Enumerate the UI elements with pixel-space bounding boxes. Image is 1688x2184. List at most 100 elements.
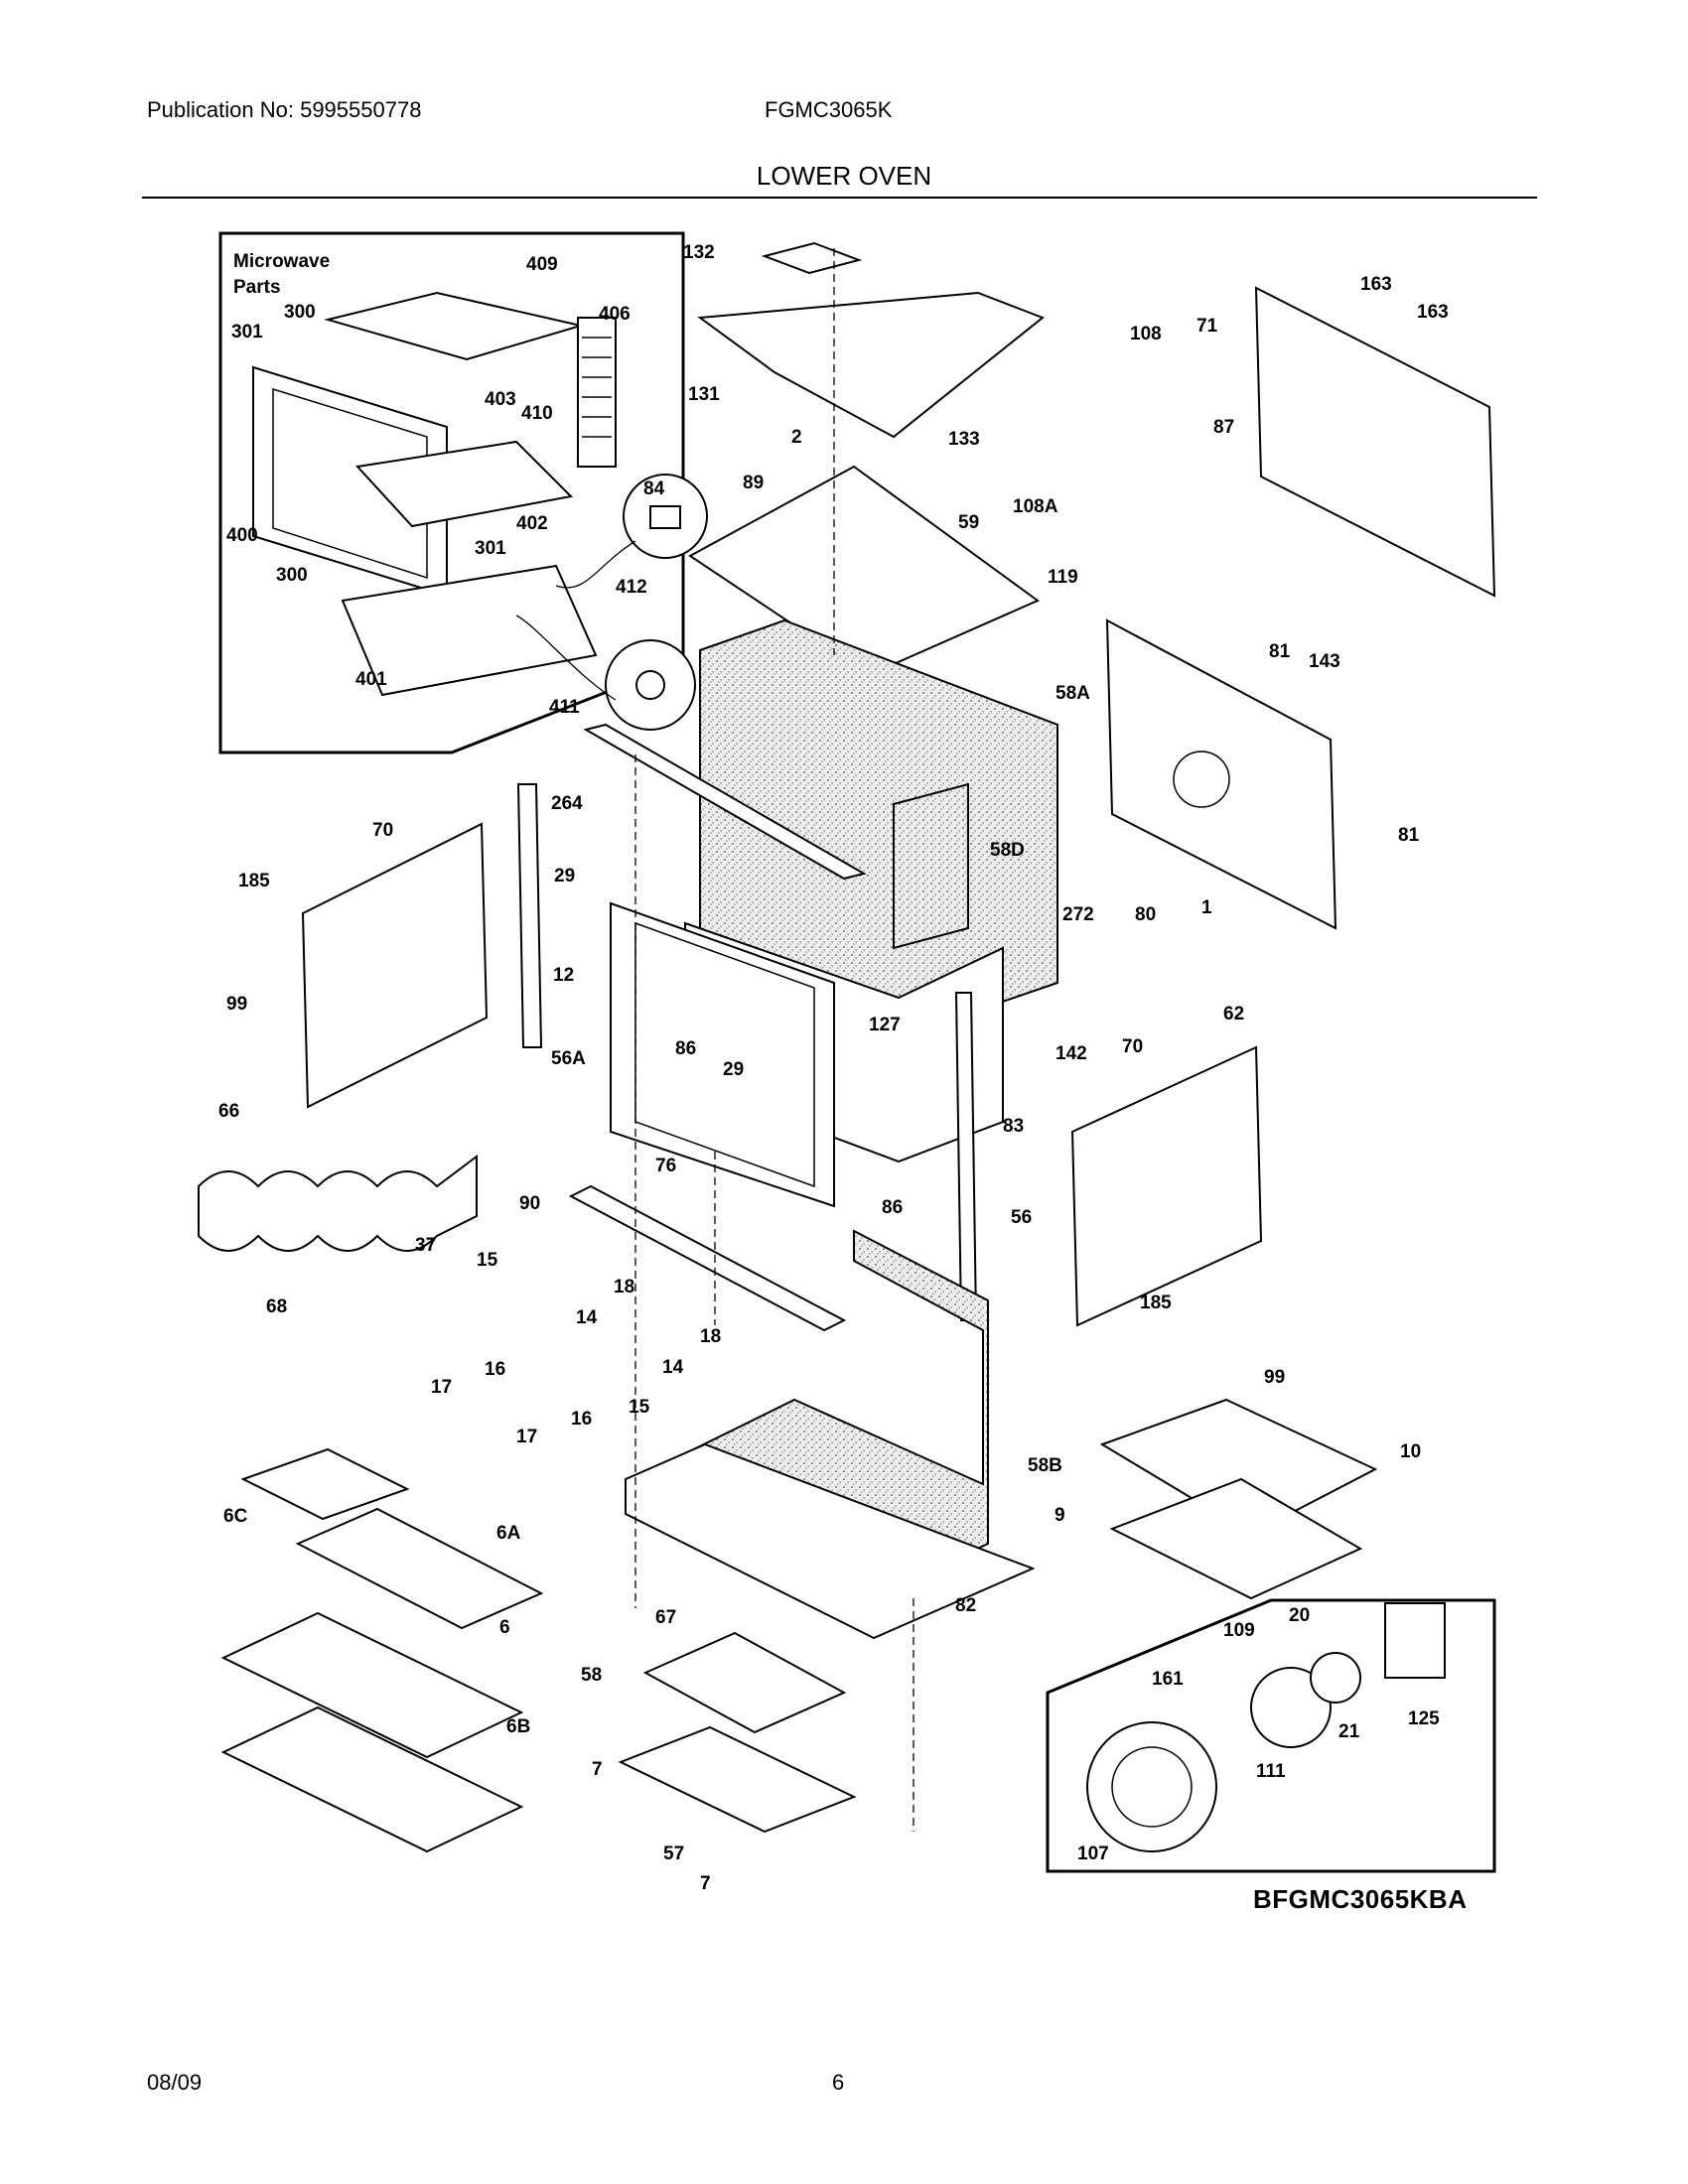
top-cover-131	[697, 291, 1045, 439]
callout-56A: 56A	[551, 1048, 586, 1069]
callout-70b: 70	[1122, 1036, 1143, 1057]
microwave-vent-grille	[577, 317, 617, 468]
callout-15a: 15	[477, 1250, 498, 1271]
cover-57	[618, 1725, 857, 1834]
callout-58B: 58B	[1028, 1455, 1062, 1476]
callout-16a: 16	[485, 1359, 505, 1380]
callout-6B: 6B	[506, 1716, 530, 1737]
callout-119: 119	[1048, 567, 1078, 588]
page-number: 6	[832, 2070, 845, 2095]
callout-12: 12	[553, 965, 574, 986]
callout-1: 1	[1201, 897, 1212, 918]
callout-6C: 6C	[223, 1506, 248, 1527]
callout-15b: 15	[629, 1397, 650, 1418]
callout-161: 161	[1152, 1669, 1184, 1690]
fan-blade-109	[1250, 1667, 1332, 1748]
callout-300: 300	[284, 302, 316, 323]
plate-20	[1310, 1652, 1361, 1704]
callout-90: 90	[519, 1193, 540, 1214]
header-rule	[142, 197, 1537, 199]
callout-58D: 58D	[990, 840, 1025, 861]
microwave-base-tray	[341, 564, 598, 697]
callout-58: 58	[581, 1665, 602, 1686]
side-panel-70-left	[301, 822, 489, 1109]
callout-87: 87	[1213, 417, 1234, 438]
callout-412: 412	[616, 577, 647, 598]
model-number: FGMC3065K	[765, 97, 893, 122]
callout-409: 409	[526, 254, 558, 275]
callout-111: 111	[1256, 1761, 1286, 1782]
callout-labels: 409 300 301 406 403 410 400 402 301 300 …	[218, 242, 1449, 1894]
callout-58A: 58A	[1055, 683, 1090, 704]
rack-6A	[295, 1507, 544, 1630]
callout-131: 131	[688, 384, 720, 405]
callout-99a: 99	[226, 994, 247, 1015]
microwave-top-panel	[324, 291, 585, 361]
callout-29b: 29	[723, 1059, 744, 1080]
callout-107: 107	[1077, 1843, 1109, 1864]
fan-cover-107	[1086, 1721, 1217, 1852]
callout-132: 132	[683, 242, 715, 263]
callout-400: 400	[226, 525, 258, 546]
callout-71: 71	[1196, 316, 1218, 337]
rear-panel-1	[1105, 618, 1337, 930]
callout-99b: 99	[1264, 1367, 1285, 1388]
callout-17b: 17	[516, 1427, 537, 1447]
callout-62: 62	[1223, 1004, 1244, 1024]
microwave-shelf	[355, 440, 574, 528]
callout-86a: 86	[675, 1038, 696, 1059]
section-title: LOWER OVEN	[756, 161, 932, 191]
rack-6	[220, 1611, 524, 1759]
callout-401: 401	[355, 669, 387, 690]
callout-163b: 163	[1417, 302, 1449, 323]
callout-163a: 163	[1360, 274, 1392, 295]
callout-16b: 16	[571, 1409, 592, 1430]
callout-301b: 301	[475, 538, 506, 559]
callout-406: 406	[599, 304, 631, 325]
callout-300b: 300	[276, 565, 308, 586]
bake-element-67	[642, 1631, 847, 1734]
callout-56: 56	[1011, 1207, 1032, 1228]
side-panel-70-right	[1070, 1045, 1263, 1327]
callout-108A: 108A	[1013, 496, 1058, 517]
callout-66: 66	[218, 1101, 239, 1122]
callout-82: 82	[955, 1595, 976, 1616]
footer-date: 08/09	[147, 2070, 203, 2095]
callout-14a: 14	[576, 1307, 598, 1328]
callout-80: 80	[1135, 904, 1156, 925]
trim-264	[583, 723, 867, 881]
callout-272: 272	[1062, 904, 1094, 925]
back-wall-71	[1254, 286, 1496, 598]
callout-402: 402	[516, 513, 548, 534]
oven-frame-76	[610, 901, 835, 1208]
callout-59: 59	[958, 512, 979, 533]
callout-89: 89	[743, 473, 764, 493]
callout-7a: 7	[592, 1759, 603, 1780]
callout-6A: 6A	[496, 1523, 521, 1544]
callout-14b: 14	[662, 1357, 684, 1378]
callout-29a: 29	[554, 866, 575, 887]
inset-title-line2: Parts	[233, 277, 281, 298]
convection-fan-inset	[1046, 1598, 1496, 1873]
callout-411: 411	[549, 697, 580, 718]
callout-76: 76	[655, 1156, 676, 1176]
callout-18a: 18	[614, 1277, 634, 1297]
callout-125: 125	[1408, 1708, 1440, 1729]
callout-108: 108	[1130, 324, 1162, 344]
callout-142: 142	[1055, 1043, 1087, 1064]
callout-185b: 185	[1140, 1293, 1172, 1313]
motor-125	[1384, 1602, 1446, 1679]
callout-17a: 17	[431, 1377, 452, 1398]
callout-37: 37	[415, 1235, 436, 1256]
callout-21: 21	[1338, 1721, 1360, 1742]
callout-2: 2	[791, 427, 802, 448]
callout-6: 6	[499, 1617, 510, 1638]
callout-57: 57	[663, 1843, 684, 1864]
callout-301: 301	[231, 322, 263, 342]
callout-68: 68	[266, 1297, 287, 1317]
rail-56A	[516, 783, 543, 1048]
microwave-parts-inset: Microwave Parts	[218, 231, 708, 754]
diagram-code: BFGMC3065KBA	[1253, 1884, 1468, 1914]
callout-410: 410	[521, 403, 553, 424]
